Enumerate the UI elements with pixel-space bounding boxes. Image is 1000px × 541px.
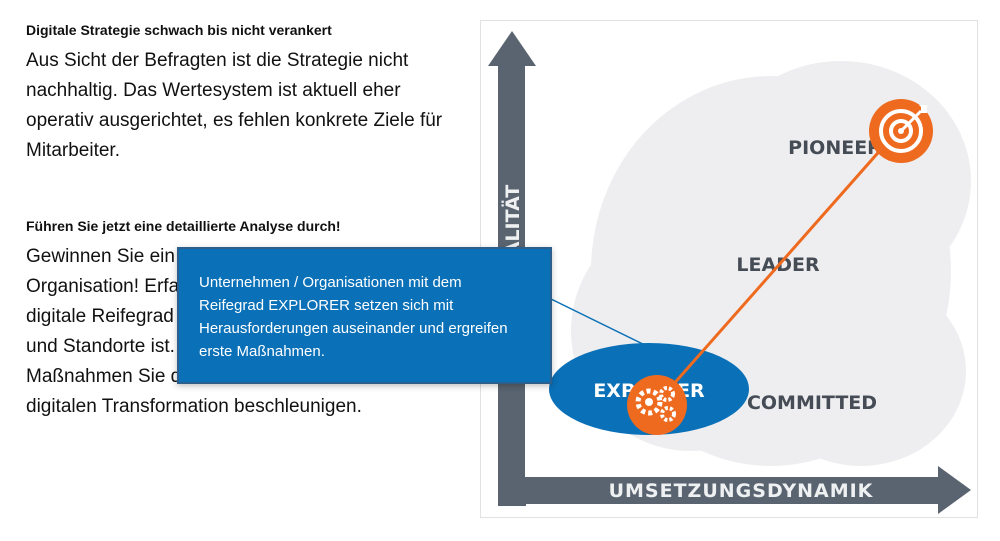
maturity-diagram: QUALITÄT UMSETZUNGSDYNAMIK EXPLORER PION… xyxy=(480,20,978,518)
paragraph-analysis-line: und Standorte ist. xyxy=(26,336,175,357)
stage-committed-label: COMMITTED xyxy=(747,392,877,414)
paragraph-strategy: Aus Sicht der Befragten ist die Strategi… xyxy=(26,50,443,161)
paragraph-analysis-line: Gewinnen Sie ein xyxy=(26,246,175,267)
paragraph-analysis-line: Organisation! Erfa xyxy=(26,276,180,297)
axis-corner-line xyxy=(525,66,938,477)
heading-strategy: Digitale Strategie schwach bis nicht ver… xyxy=(26,22,332,38)
maturity-diagram-svg: QUALITÄT UMSETZUNGSDYNAMIK EXPLORER PION… xyxy=(488,31,971,514)
explorer-tooltip: Unternehmen / Organisationen mit dem Rei… xyxy=(177,247,552,384)
paragraph-analysis-line: digitale Reifegrad xyxy=(26,306,174,327)
maturity-path-line xyxy=(654,128,901,405)
explorer-tooltip-text: Unternehmen / Organisationen mit dem Rei… xyxy=(199,274,508,360)
paragraph-analysis-line: digitalen Transformation beschleunigen. xyxy=(26,396,362,417)
heading-analysis: Führen Sie jetzt eine detaillierte Analy… xyxy=(26,218,341,234)
stage-pioneer-label: PIONEER xyxy=(788,137,882,159)
paragraph-analysis: Gewinnen Sie ein Organisation! Erfa digi… xyxy=(26,242,446,422)
gears-icon xyxy=(627,375,687,435)
x-axis xyxy=(498,466,971,514)
text-column: Digitale Strategie schwach bis nicht ver… xyxy=(26,20,446,422)
tooltip-pointer-line xyxy=(550,298,654,350)
target-icon xyxy=(869,99,933,163)
x-axis-label: UMSETZUNGSDYNAMIK xyxy=(609,480,874,502)
paragraph-analysis-line: Maßnahmen Sie d xyxy=(26,366,182,387)
